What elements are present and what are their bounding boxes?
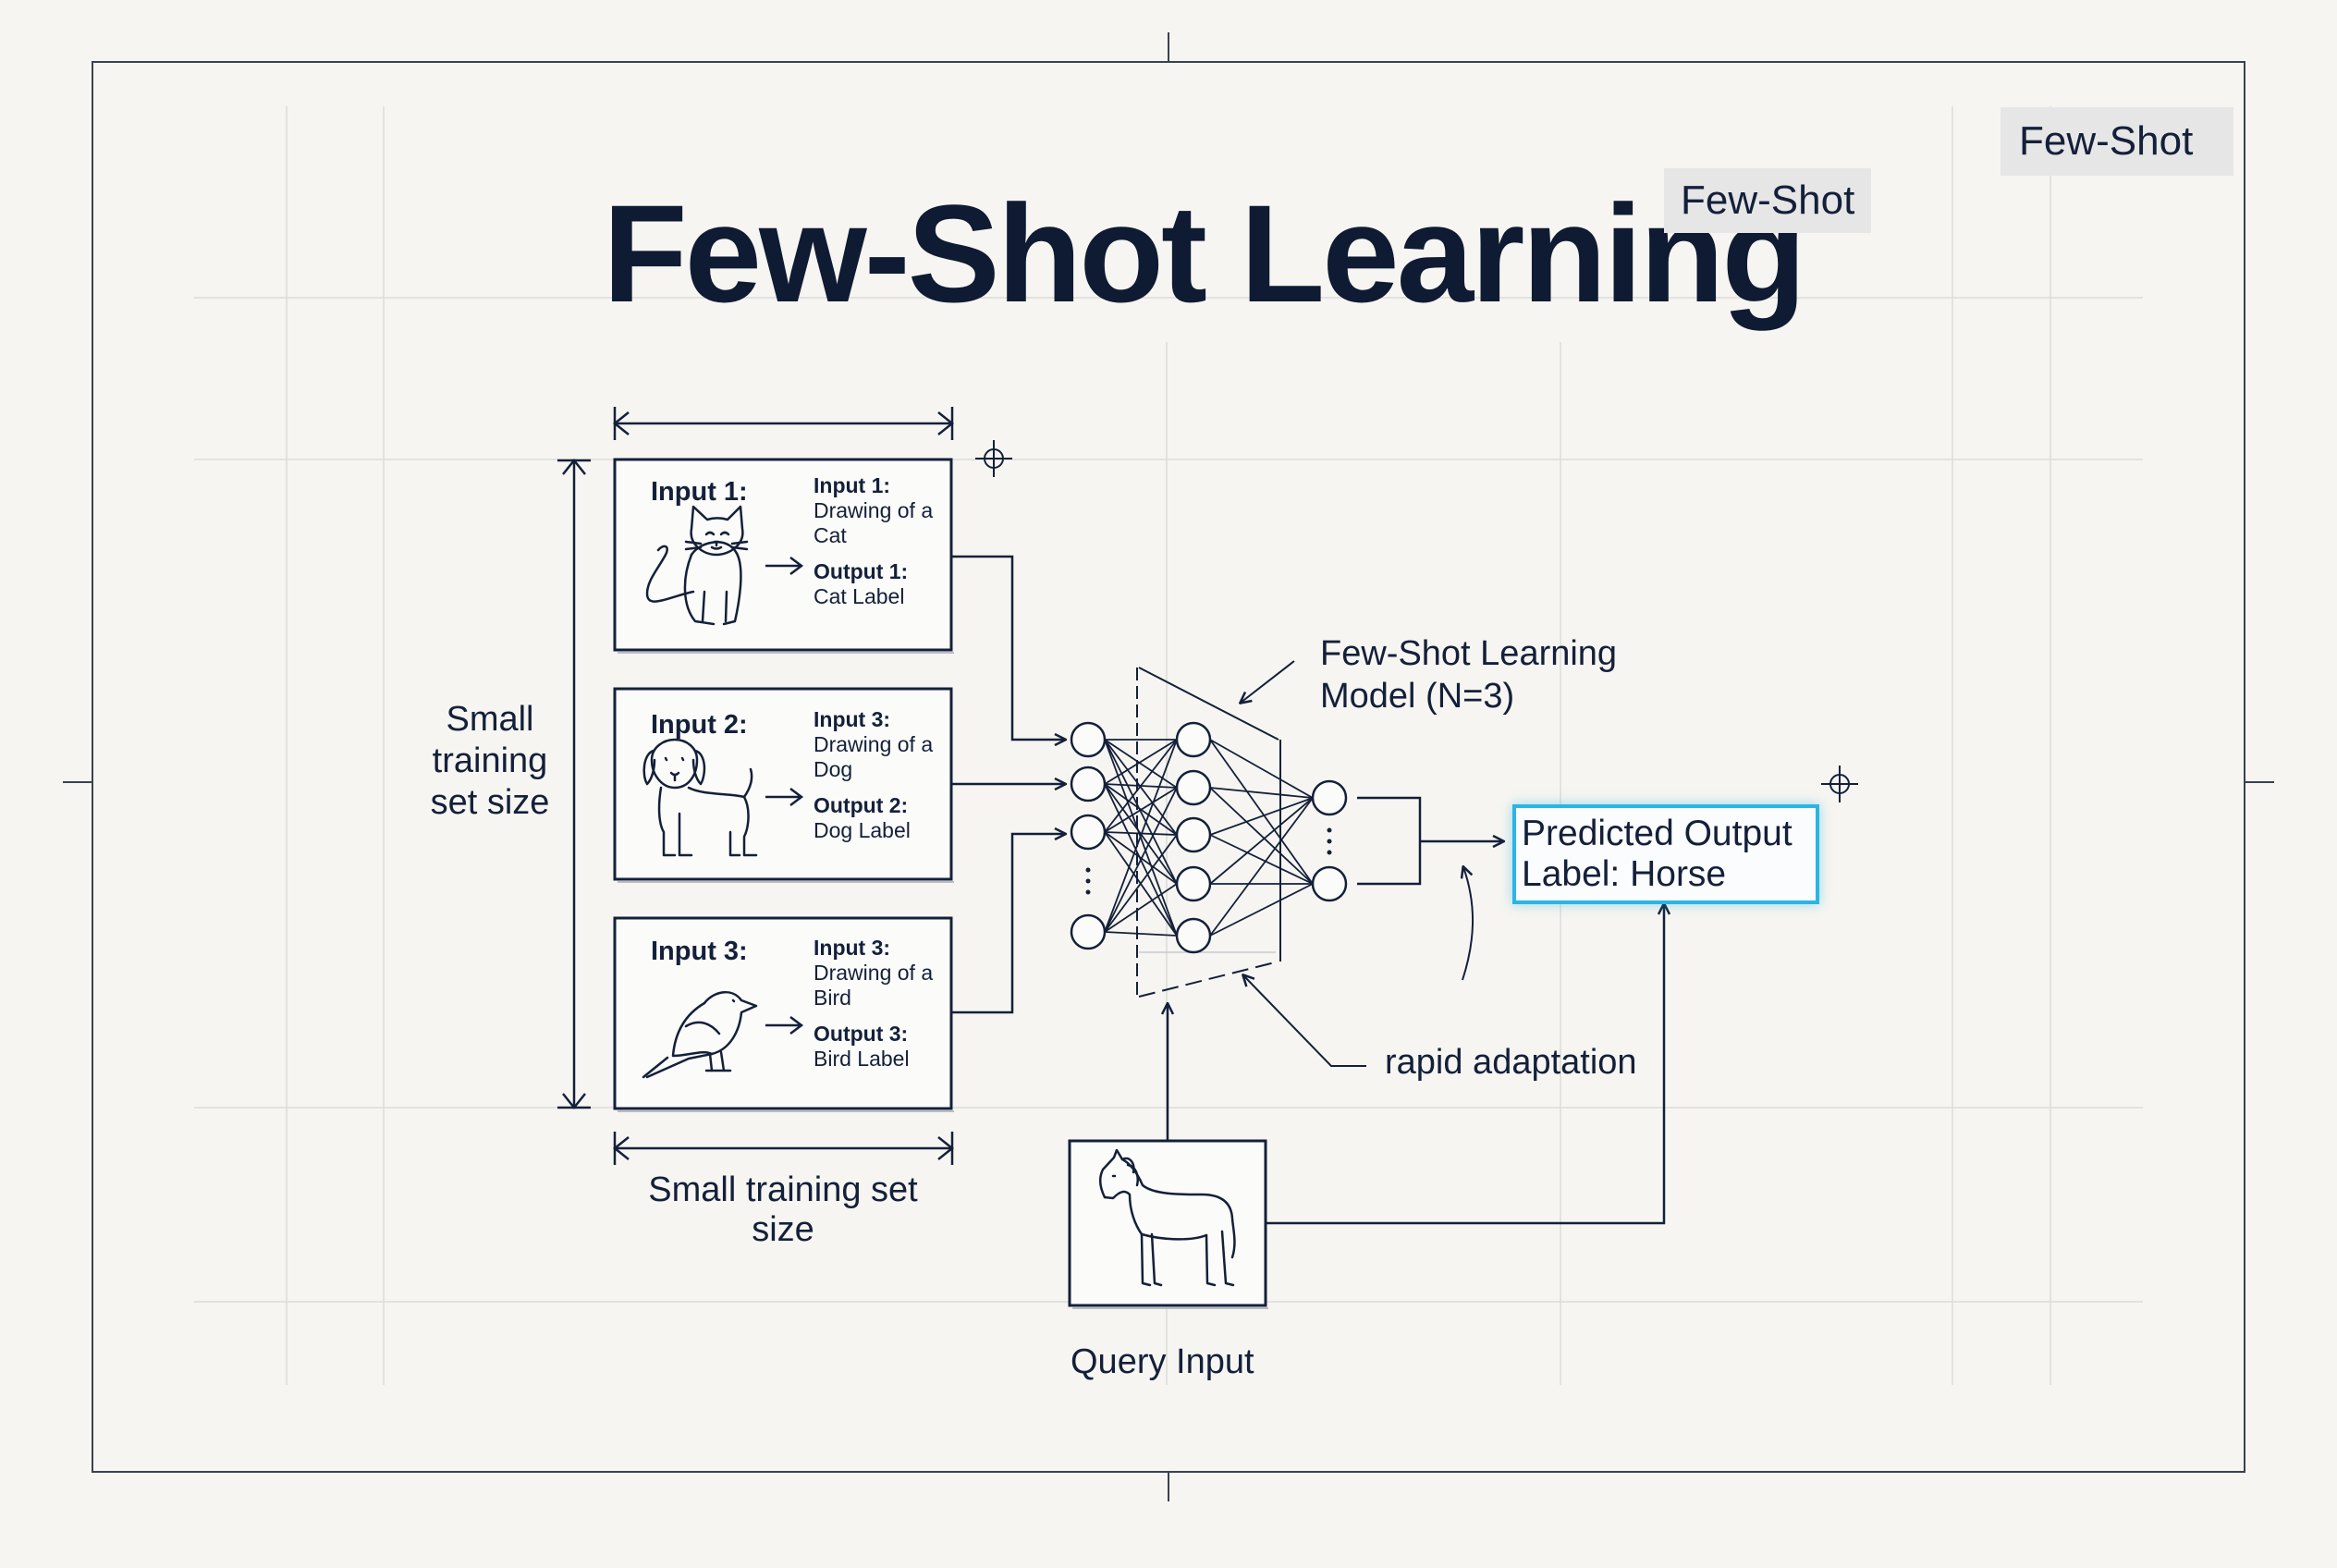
bottom-caption: Small training set size	[648, 1170, 918, 1249]
adaptation-label: rapid adaptation	[1385, 1043, 1637, 1082]
network-node	[1175, 865, 1212, 902]
left-caption: Small training set size	[430, 700, 550, 822]
network-node	[1175, 721, 1212, 758]
network-edge	[1104, 931, 1178, 937]
example-2-heading: Input 2:	[651, 710, 748, 740]
network-edge	[1104, 739, 1178, 885]
example-2-input-desc: Drawing of a Dog	[814, 732, 934, 781]
dog-icon	[642, 738, 758, 857]
network-edge	[1104, 739, 1178, 789]
model-label: Few-Shot Learning Model (N=3)	[1320, 634, 1618, 716]
example-2-output-desc: Dog Label	[814, 818, 911, 842]
network-edge	[1104, 739, 1178, 933]
network-edge	[1104, 739, 1178, 833]
query-box	[1068, 1139, 1267, 1307]
network-node	[1175, 769, 1212, 806]
network-edge	[1104, 834, 1178, 933]
example-2-details: Input 3: Drawing of a Dog Output 2: Dog …	[814, 707, 943, 843]
example-3-input-label: Input 3:	[814, 936, 891, 960]
query-label: Query Input	[1071, 1342, 1254, 1381]
network-edge	[1209, 787, 1314, 885]
network-edge	[1209, 834, 1314, 885]
network-edge	[1209, 797, 1314, 937]
network-edge	[1104, 739, 1178, 836]
network-edges	[1104, 739, 1314, 937]
network-nodes	[1070, 721, 1348, 954]
example-1-heading: Input 1:	[651, 477, 748, 507]
network-edge	[1209, 797, 1314, 836]
model-bracket	[1136, 667, 1281, 998]
network-node	[1311, 779, 1348, 816]
network-edge	[1209, 797, 1314, 885]
network-node	[1070, 913, 1107, 950]
predicted-output-label: Predicted Output Label: Horse	[1522, 814, 1793, 894]
example-1-output-label: Output 1:	[814, 559, 909, 583]
network-edge	[1209, 739, 1314, 799]
horse-icon	[1098, 1148, 1236, 1287]
page-title: Few-Shot Learning	[603, 176, 1806, 331]
bird-icon	[642, 991, 758, 1079]
few-shot-tag-corner: Few-Shot	[2001, 107, 2234, 176]
network-edge	[1209, 787, 1314, 799]
example-2-input-label: Input 3:	[814, 707, 891, 731]
crosshair-icon	[975, 440, 1012, 477]
example-1-details: Input 1: Drawing of a Cat Output 1: Cat …	[814, 473, 943, 609]
crosshair-icon	[1821, 766, 1858, 802]
network-edge	[1209, 883, 1314, 937]
network-edge	[1104, 787, 1178, 933]
network-node	[1070, 721, 1107, 758]
example-2-output-label: Output 2:	[814, 793, 909, 817]
example-3-input-desc: Drawing of a Bird	[814, 961, 934, 1010]
cat-icon	[645, 505, 749, 626]
example-3-output-label: Output 3:	[814, 1022, 909, 1046]
few-shot-tag-title: Few-Shot	[1664, 168, 1872, 233]
training-boxes	[613, 458, 953, 1110]
example-3-heading: Input 3:	[651, 937, 748, 966]
network-edge	[1209, 739, 1314, 885]
dimension-lines	[557, 407, 955, 1165]
network-node	[1070, 814, 1107, 851]
example-1-output-desc: Cat Label	[814, 584, 905, 608]
network-node	[1311, 865, 1348, 902]
example-1-input-label: Input 1:	[814, 473, 891, 497]
network-node	[1175, 917, 1212, 954]
example-3-output-desc: Bird Label	[814, 1047, 910, 1071]
network-edge	[1104, 739, 1178, 785]
network-edge	[1104, 883, 1178, 933]
network-node	[1070, 766, 1107, 802]
example-1-input-desc: Drawing of a Cat	[814, 498, 934, 547]
example-3-details: Input 3: Drawing of a Bird Output 3: Bir…	[814, 936, 943, 1072]
predicted-output-box: Predicted Output Label: Horse	[1512, 804, 1819, 904]
network-node	[1175, 816, 1212, 853]
network-edge	[1104, 787, 1178, 833]
